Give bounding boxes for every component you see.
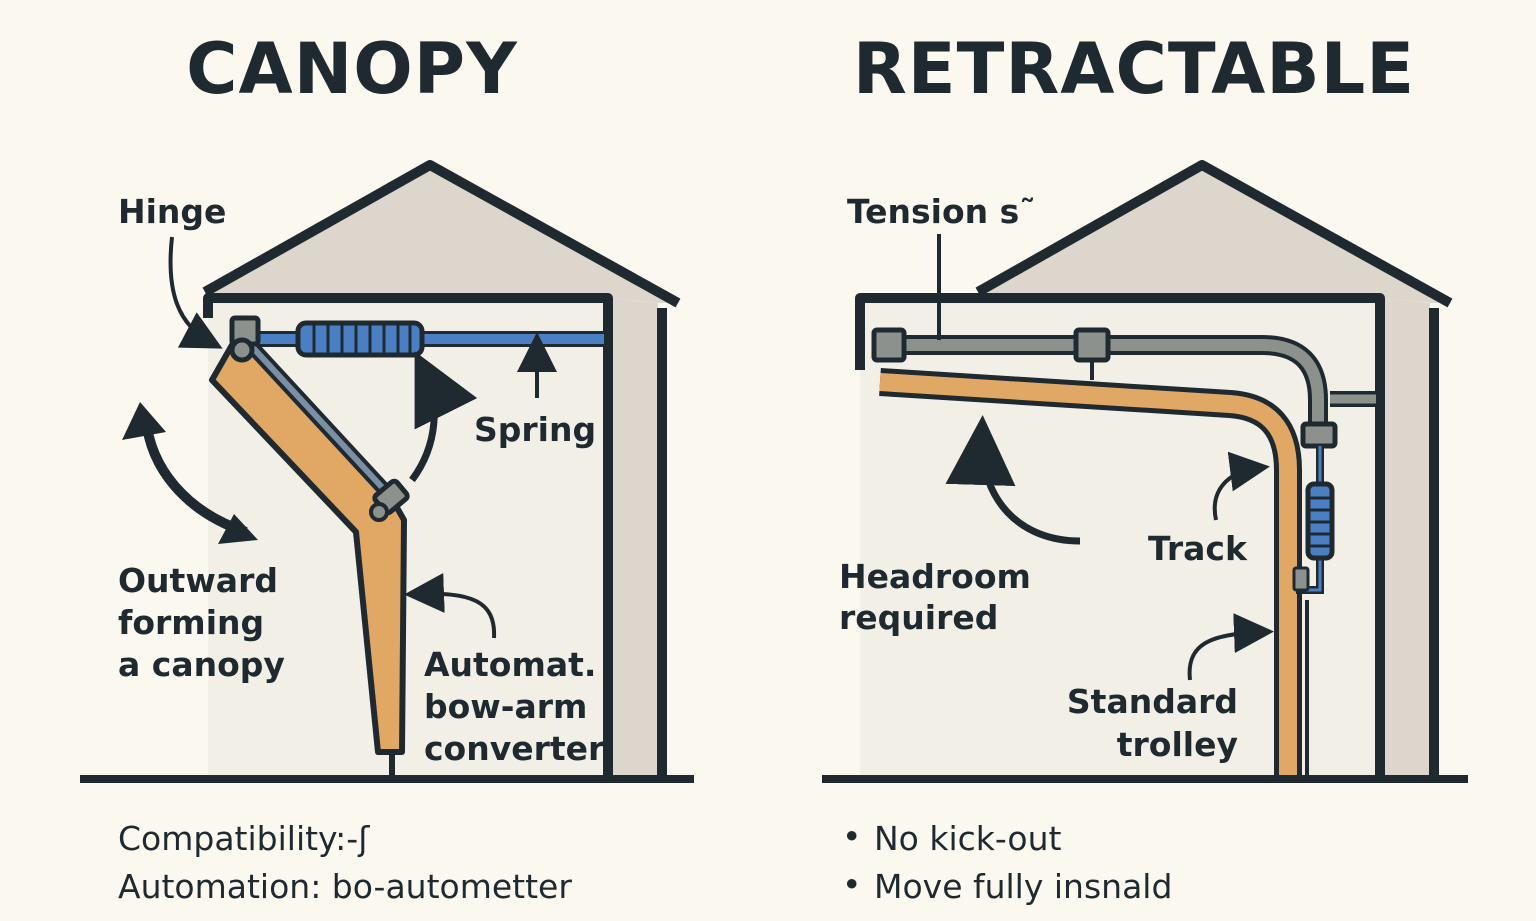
canopy-outward-label-line3: a canopy	[118, 645, 285, 684]
retractable-roof-outline	[975, 160, 1453, 308]
canopy-converter-arrow	[404, 572, 497, 639]
retractable-roof	[978, 163, 1452, 303]
retractable-bullet-1-text: No kick-out	[874, 819, 1062, 858]
retractable-trolley-arrow	[1187, 613, 1274, 681]
canopy-hinge-label: Hinge	[118, 192, 226, 231]
retractable-tension-label: Tension s˜	[847, 192, 1036, 231]
retractable-trolley-label-line2: trolley	[1117, 725, 1238, 764]
retractable-trolley-label-line1: Standard	[1067, 682, 1238, 721]
retractable-headroom-label-line1: Headroom	[839, 557, 1031, 596]
retractable-track-label: Track	[1148, 529, 1248, 568]
canopy-converter-label-line3: converter	[424, 729, 605, 768]
canopy-converter-label-line1: Automat.	[424, 645, 596, 684]
canopy-side-wall	[610, 298, 658, 778]
canopy-bow-arm	[229, 315, 410, 522]
canopy-panel: CANOPY	[80, 28, 694, 906]
canopy-title: CANOPY	[186, 28, 518, 110]
canopy-note-automation: Automation: bo-autometter	[118, 867, 572, 906]
canopy-hinge-arrow	[168, 236, 223, 349]
canopy-roof-outline	[202, 160, 681, 308]
retractable-track-arrow	[1212, 451, 1270, 521]
canopy-outward-label-line2: forming	[118, 603, 264, 642]
canopy-swing-arrow	[141, 417, 248, 537]
canopy-spring-coil	[295, 320, 425, 358]
retractable-headroom-label-line2: required	[839, 598, 998, 637]
canopy-swing-arrow-head-bottom	[218, 514, 258, 544]
retractable-door-panel	[879, 368, 1309, 778]
retractable-track-hanger	[1073, 327, 1111, 363]
retractable-side-wall	[1382, 298, 1430, 778]
canopy-converter-label-line2: bow-arm	[424, 687, 587, 726]
retractable-bullet-2-symbol: •	[842, 865, 861, 904]
retractable-front-frame	[855, 293, 1385, 778]
retractable-title: RETRACTABLE	[853, 28, 1415, 110]
retractable-bullet-1-symbol: •	[842, 817, 861, 856]
retractable-bullet-2-text: Move fully insnald	[874, 867, 1172, 906]
canopy-outward-label-line1: Outward	[118, 561, 278, 600]
canopy-spring-coil-ribs	[312, 325, 412, 353]
canopy-note-compatibility: Compatibility:-ʃ	[118, 819, 370, 858]
retractable-track-rail	[880, 339, 1324, 430]
retractable-door	[879, 373, 1297, 775]
retractable-track	[871, 327, 1376, 449]
canopy-bow-arm-bar	[241, 335, 394, 500]
retractable-track-corner-bracket	[1300, 421, 1338, 449]
retractable-headroom-arrow	[945, 415, 1081, 545]
retractable-track-end-bracket	[871, 327, 907, 363]
canopy-lift-arrow	[409, 351, 478, 483]
canopy-front-frame	[203, 293, 613, 778]
canopy-swing-arrow-head-top	[122, 402, 166, 440]
canopy-spring-label: Spring	[474, 410, 596, 449]
canopy-hinge-pivot	[229, 337, 255, 363]
retractable-tension-spring	[1292, 446, 1335, 594]
retractable-panel: RETRACTABLE	[822, 28, 1468, 906]
canopy-roof	[205, 163, 680, 303]
